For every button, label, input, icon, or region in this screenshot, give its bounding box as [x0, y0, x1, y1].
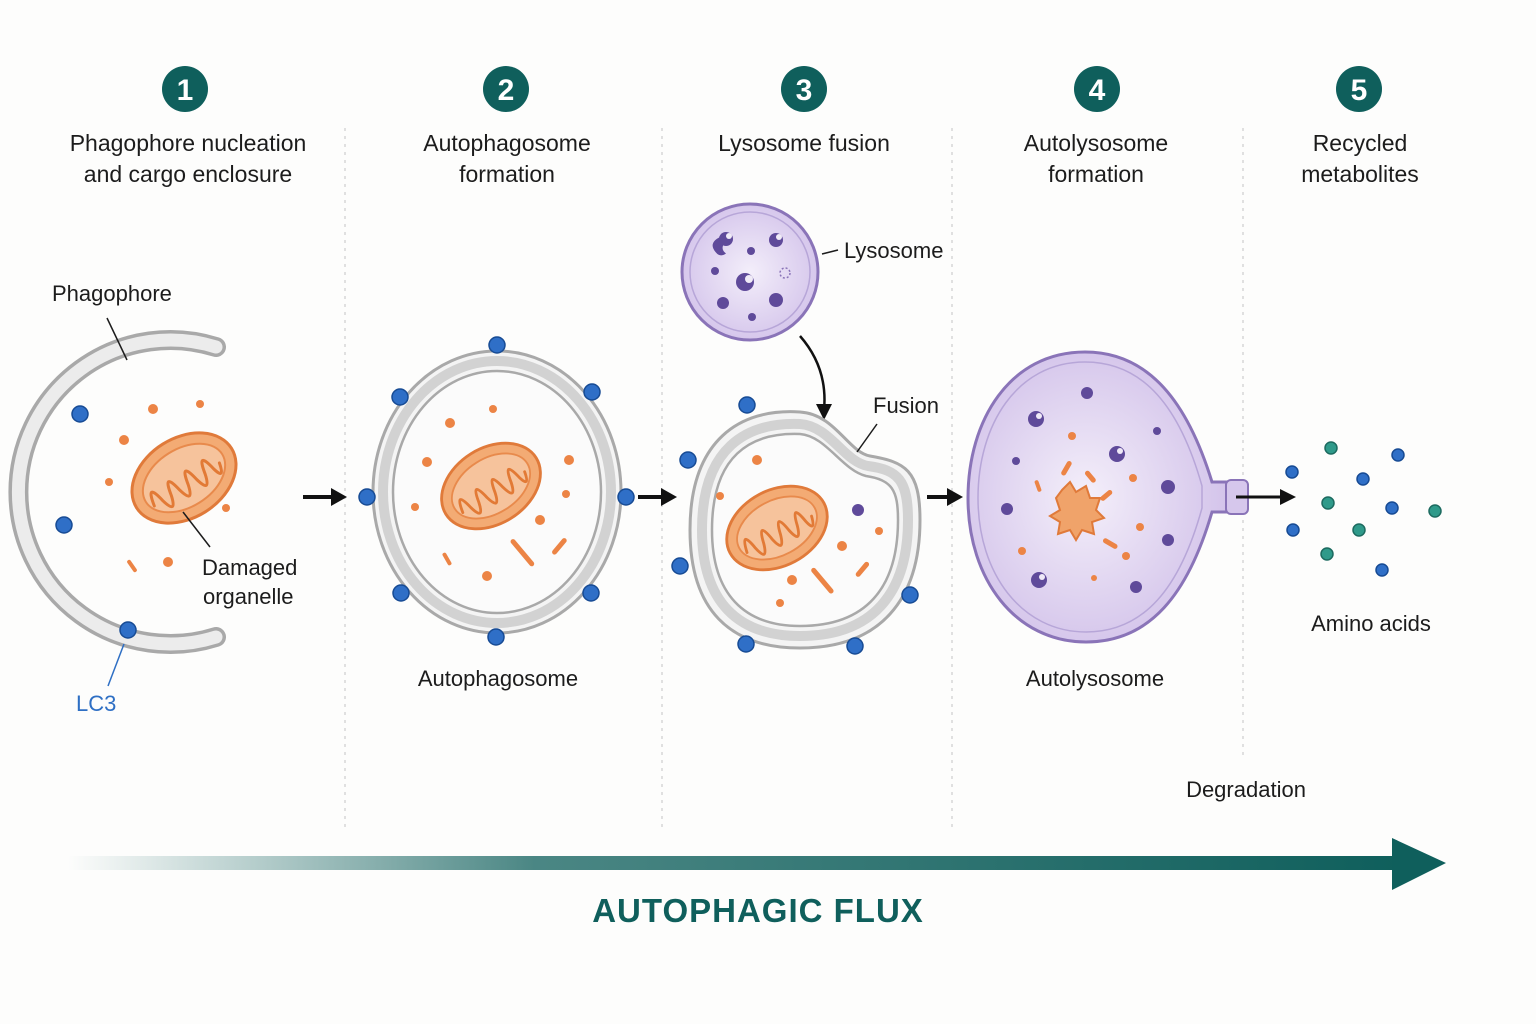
lysosomal-enzymes-4	[1001, 387, 1175, 593]
autophagosome-label: Autophagosome	[418, 666, 578, 691]
degradation-fragments	[1018, 432, 1144, 581]
lysosomal-enzyme-3	[852, 504, 864, 516]
step-2-title-line1: Autophagosome	[423, 130, 591, 156]
step-5-title-line1: Recycled	[1313, 130, 1408, 156]
amino-acid-particles	[1285, 441, 1442, 577]
step-badge-2: 2	[483, 66, 529, 112]
fusion-label: Fusion	[873, 393, 939, 418]
amino-acids-label: Amino acids	[1311, 611, 1431, 636]
step-badge-4: 4	[1074, 66, 1120, 112]
svg-text:4: 4	[1089, 74, 1106, 107]
svg-text:5: 5	[1351, 74, 1368, 107]
lc3-dots-2	[358, 336, 635, 646]
step-4-title-line2: formation	[1048, 161, 1144, 187]
autophagic-flux-label: AUTOPHAGIC FLUX	[592, 892, 924, 929]
enzyme-highlights	[1036, 413, 1123, 580]
phagophore-label: Phagophore	[52, 281, 172, 306]
step-badge-3: 3	[781, 66, 827, 112]
svg-text:1: 1	[177, 74, 194, 107]
step-3-title-line1: Lysosome fusion	[718, 130, 890, 156]
column-dividers	[344, 128, 1244, 828]
degrading-cargo	[1048, 480, 1106, 542]
autophagic-flux-arrow	[68, 838, 1446, 890]
lc3-dots-1	[55, 405, 137, 639]
svg-text:3: 3	[796, 74, 813, 107]
lysosome-fusion-arrow	[799, 335, 826, 411]
arrow-1-to-2	[303, 488, 347, 506]
step-badge-1: 1	[162, 66, 208, 112]
arrow-3-to-4	[927, 488, 963, 506]
step-1-title-line2: and cargo enclosure	[84, 161, 292, 187]
step-4-title-line1: Autolysosome	[1024, 130, 1168, 156]
lysosome	[680, 202, 820, 342]
arrow-2-to-3	[638, 488, 677, 506]
degradation-label: Degradation	[1186, 777, 1306, 802]
lc3-label: LC3	[76, 691, 116, 716]
step-5-title-line2: metabolites	[1301, 161, 1419, 187]
step-1-title-line1: Phagophore nucleation	[70, 130, 307, 156]
mitochondrion-1	[113, 412, 255, 544]
arrow-4-to-5	[1236, 489, 1296, 505]
lc3-dots-3	[671, 396, 919, 655]
autolysosome-label: Autolysosome	[1026, 666, 1164, 691]
damaged-organelle-label-line1: Damaged	[202, 555, 297, 580]
damaged-organelle-label-line2: organelle	[203, 584, 294, 609]
cargo-particles-2	[411, 405, 574, 581]
svg-text:2: 2	[498, 74, 515, 107]
step-2-title-line2: formation	[459, 161, 555, 187]
lysosome-label: Lysosome	[844, 238, 943, 263]
cargo-particles-1	[105, 400, 230, 573]
cargo-particles-3	[716, 455, 883, 607]
step-badge-5: 5	[1336, 66, 1382, 112]
